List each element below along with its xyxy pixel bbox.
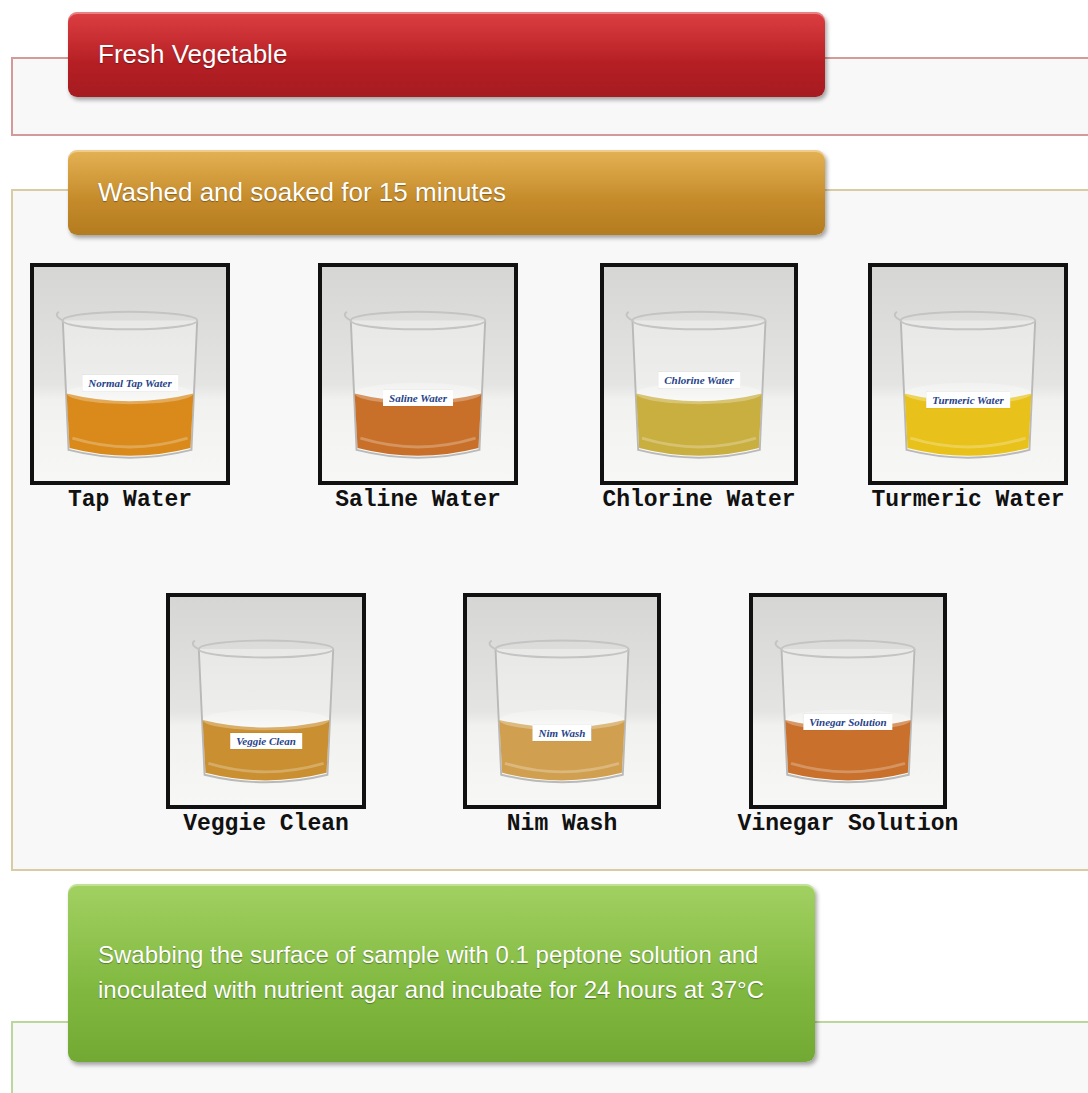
step-text: Fresh Vegetable <box>98 36 287 74</box>
step-banner: Swabbing the surface of sample with 0.1 … <box>68 884 815 1062</box>
photo-caption: Veggie Clean <box>183 811 349 837</box>
photo-frame: Nim Wash <box>463 593 661 809</box>
step-text: Swabbing the surface of sample with 0.1 … <box>98 938 785 1008</box>
beaker-photo <box>34 267 226 481</box>
photo-frame: Saline Water <box>318 263 518 485</box>
beaker-label: Turmeric Water <box>926 392 1010 408</box>
photo-caption: Nim Wash <box>507 811 617 837</box>
beaker-photo <box>604 267 794 481</box>
beaker-label: Normal Tap Water <box>82 375 178 391</box>
beaker-photo <box>170 597 362 805</box>
beaker-photo <box>872 267 1064 481</box>
beaker-photo <box>753 597 943 805</box>
photo-frame: Tap Water <box>30 263 230 485</box>
beaker-photo <box>322 267 514 481</box>
photo-frame: Veggie Clean <box>166 593 366 809</box>
beaker-label: Saline Water <box>383 390 453 406</box>
beaker-label: Chlorine Water <box>658 372 740 388</box>
beaker-label: Veggie Clean <box>230 733 302 749</box>
photo-caption: Saline Water <box>335 487 501 513</box>
beaker-label: Vinegar Solution <box>803 714 892 730</box>
photo-caption: Turmeric Water <box>871 487 1064 513</box>
beaker-label: Nim Wash <box>533 725 592 741</box>
step-banner: Washed and soaked for 15 minutes <box>68 150 825 235</box>
photo-caption: Chlorine Water <box>602 487 795 513</box>
photo-caption: Vinegar Solution <box>738 811 959 837</box>
step-banner: Fresh Vegetable <box>68 12 825 97</box>
photo-frame: Turmeric Water <box>868 263 1068 485</box>
photo-caption: Tap Water <box>68 487 192 513</box>
step-text: Washed and soaked for 15 minutes <box>98 174 506 212</box>
panel <box>12 190 1088 870</box>
photo-frame: Vinegar Solution <box>749 593 947 809</box>
beaker-photo <box>467 597 657 805</box>
